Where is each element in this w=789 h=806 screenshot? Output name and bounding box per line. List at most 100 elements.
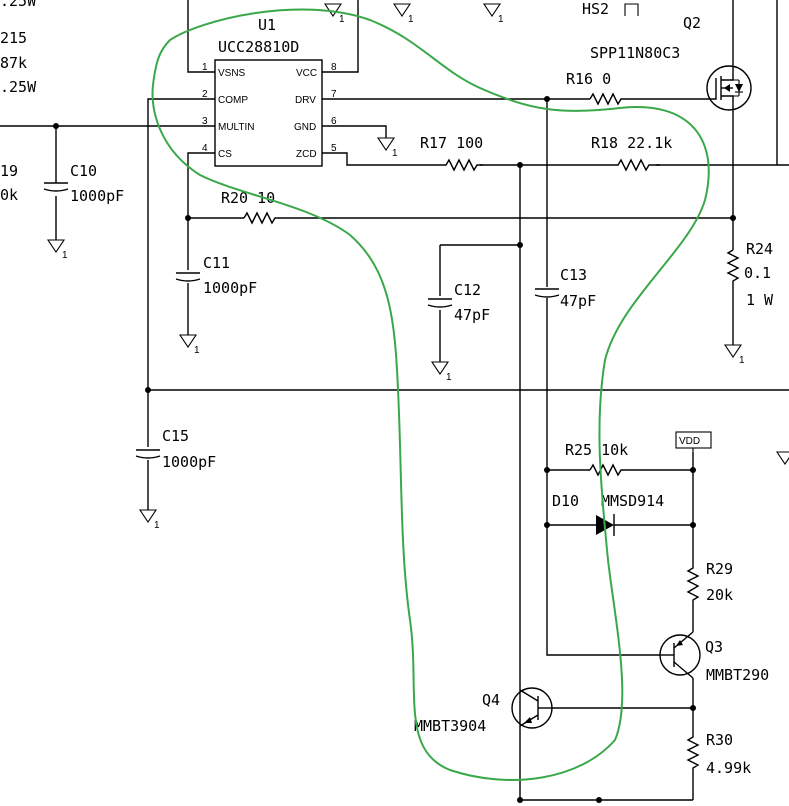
capacitor-c10: C10 1000pF	[43, 162, 124, 205]
resistor-r16: R16 0	[566, 70, 624, 106]
capacitor-c13: C13 47pF	[534, 266, 596, 310]
vdd-port: VDD	[675, 431, 712, 452]
pin-name-comp: COMP	[218, 95, 248, 106]
ground-icon: 1	[392, 3, 414, 25]
resistor-r30: R30 4.99k	[686, 725, 751, 777]
pin-name-vsns: VSNS	[218, 68, 246, 79]
svg-text:1: 1	[194, 345, 200, 356]
c13-value: 47pF	[560, 292, 596, 310]
svg-text:1: 1	[408, 14, 414, 25]
ground-icon	[775, 451, 789, 465]
diode-d10: D10 MMSD914	[552, 492, 664, 536]
d10-part: MMSD914	[601, 492, 664, 510]
ic-part: UCC28810D	[218, 38, 299, 56]
r24-power: 1 W	[746, 291, 774, 309]
partial-label: 0k	[0, 186, 18, 204]
resistor-r18: R18 22.1k	[591, 134, 672, 172]
c10-value: 1000pF	[70, 187, 124, 205]
ic-u1: U1 UCC28810D 1 2 3 4 8 7 6 5 VSNS COMP M…	[202, 16, 337, 167]
r29-ref: R29	[706, 560, 733, 578]
d10-ref: D10	[552, 492, 579, 510]
pin-num-3: 3	[202, 116, 208, 127]
capacitor-c11: C11 1000pF	[175, 254, 257, 297]
svg-text:1: 1	[154, 520, 160, 531]
ground-icon: 1	[138, 509, 160, 531]
pin-name-vcc: VCC	[296, 68, 317, 79]
pin-num-4: 4	[202, 143, 208, 154]
pin-name-drv: DRV	[295, 95, 316, 106]
svg-text:1: 1	[739, 355, 745, 366]
resistor-r25: R25 10k	[565, 441, 628, 477]
svg-text:1: 1	[498, 14, 504, 25]
r30-value: 4.99k	[706, 759, 751, 777]
capacitor-c15: C15 1000pF	[135, 427, 216, 471]
c10-ref: C10	[70, 162, 97, 180]
heatsink-hs2: HS2	[582, 0, 639, 18]
r24-ref: R24	[746, 240, 773, 258]
capacitor-c12: C12 47pF	[427, 281, 490, 324]
partial-label: 19	[0, 162, 18, 180]
ground-icon: 1	[376, 137, 398, 159]
vdd-label: VDD	[679, 436, 700, 447]
r18-label: R18 22.1k	[591, 134, 672, 152]
r17-label: R17 100	[420, 134, 483, 152]
c15-ref: C15	[162, 427, 189, 445]
ground-icon: 1	[430, 361, 452, 383]
pin-num-5: 5	[331, 143, 337, 154]
q4-ref: Q4	[482, 691, 500, 709]
q3-part: MMBT290	[706, 666, 769, 684]
resistor-r29: R29 20k	[686, 560, 733, 604]
pin-name-cs: CS	[218, 149, 232, 160]
q2-part: SPP11N80C3	[590, 44, 680, 62]
partial-label: .25W	[0, 0, 37, 10]
ground-icon: 1	[723, 344, 745, 366]
q4-part: MMBT3904	[414, 717, 486, 735]
hs2-label: HS2	[582, 0, 609, 18]
ic-ref: U1	[258, 16, 276, 34]
c12-ref: C12	[454, 281, 481, 299]
pin-num-2: 2	[202, 89, 208, 100]
partial-label: 87k	[0, 54, 27, 72]
c15-value: 1000pF	[162, 453, 216, 471]
pin-num-8: 8	[331, 62, 337, 73]
pin-num-7: 7	[331, 89, 337, 100]
pin-name-gnd: GND	[294, 122, 316, 133]
r30-ref: R30	[706, 731, 733, 749]
svg-text:1: 1	[446, 372, 452, 383]
mosfet-q2: Q2 SPP11N80C3	[590, 14, 752, 116]
resistors: R16 0 R17 100 R18 22.1k R20 10 R25 10k R…	[221, 70, 774, 777]
pin-name-zcd: ZCD	[296, 149, 317, 160]
c13-ref: C13	[560, 266, 587, 284]
q2-ref: Q2	[683, 14, 701, 32]
partial-label: .25W	[0, 78, 37, 96]
transistor-q3: Q3 MMBT290	[659, 631, 769, 684]
c11-value: 1000pF	[203, 279, 257, 297]
c12-value: 47pF	[454, 306, 490, 324]
ground-icon: 1	[482, 3, 504, 25]
ground-icon: 1	[46, 239, 68, 261]
pin-name-multin: MULTIN	[218, 122, 254, 133]
svg-text:1: 1	[62, 250, 68, 261]
highlight-loop	[151, 8, 710, 781]
pin-num-1: 1	[202, 62, 208, 73]
ground-icon: 1	[323, 3, 345, 25]
r20-label: R20 10	[221, 189, 275, 207]
r29-value: 20k	[706, 586, 733, 604]
svg-text:1: 1	[392, 148, 398, 159]
r16-label: R16 0	[566, 70, 611, 88]
ground-symbols: 1 1 1 1 1 1 1 1 1	[46, 3, 789, 531]
ground-icon: 1	[178, 334, 200, 356]
svg-text:1: 1	[339, 14, 345, 25]
pin-num-6: 6	[331, 116, 337, 127]
partial-label: 215	[0, 29, 27, 47]
resistor-r17: R17 100	[420, 134, 483, 172]
capacitors: C10 1000pF C11 1000pF C12 47pF C13 47pF …	[43, 162, 596, 471]
r24-value: 0.1	[744, 264, 771, 282]
transistor-q4: Q4 MMBT3904	[414, 687, 553, 735]
q3-ref: Q3	[705, 638, 723, 656]
left-partial-labels: .25W 215 87k .25W 19 0k	[0, 0, 37, 204]
resistor-r20: R20 10	[221, 189, 280, 225]
r25-label: R25 10k	[565, 441, 628, 459]
